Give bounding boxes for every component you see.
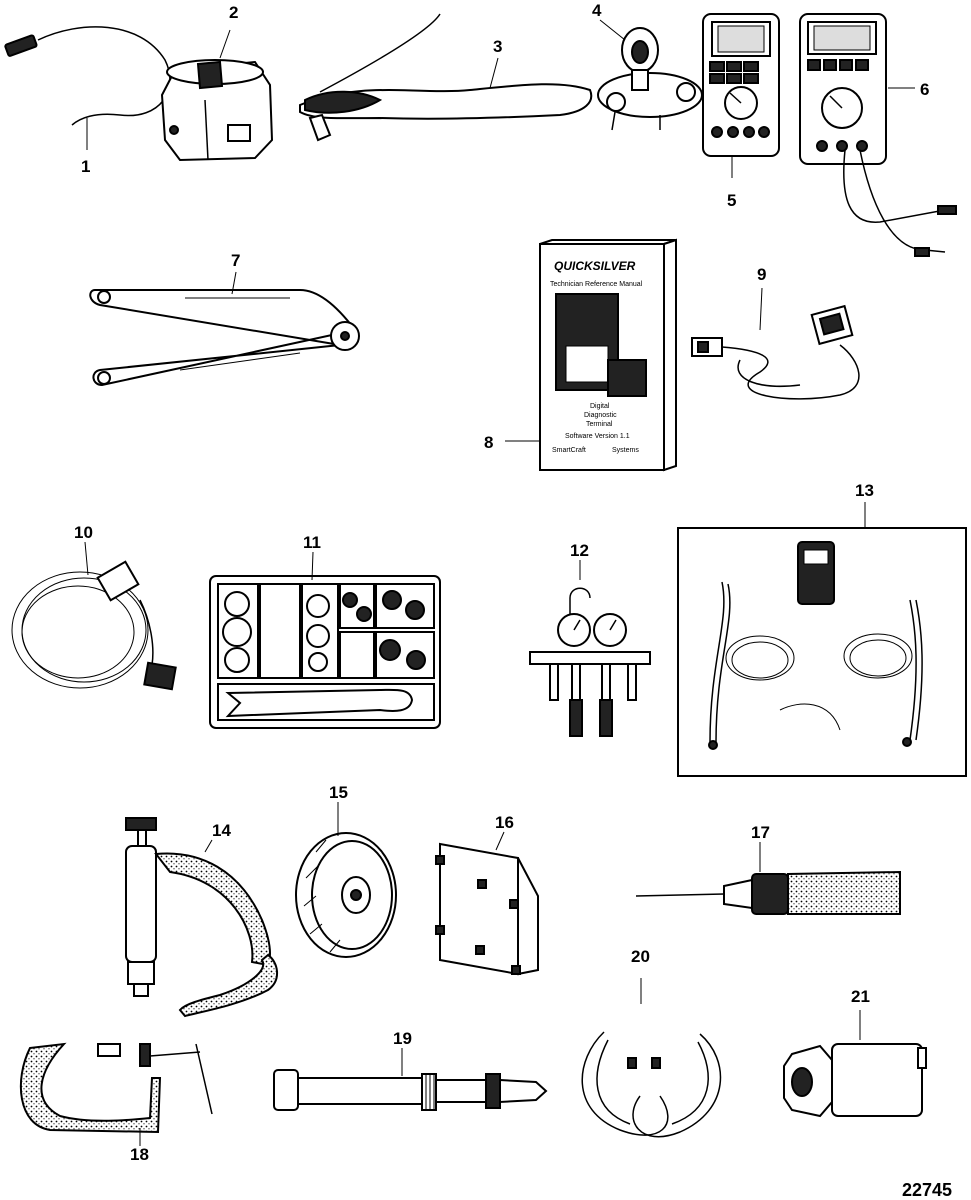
callout-14: 14 — [212, 821, 231, 840]
callout-18: 18 — [130, 1145, 149, 1164]
callout-5: 5 — [727, 191, 736, 210]
tool-1-harness-lead — [4, 26, 171, 150]
callout-9: 9 — [757, 265, 766, 284]
callout-3: 3 — [493, 37, 502, 56]
manual-footer-right: Systems — [612, 447, 639, 454]
tool-19-adapter-fitting — [273, 1048, 548, 1111]
callout-10: 10 — [74, 523, 93, 542]
callout-7: 7 — [231, 251, 240, 270]
manual-line-3: Terminal — [586, 421, 613, 428]
manual-version: Software Version 1.1 — [565, 433, 630, 440]
callout-8: 8 — [484, 433, 493, 452]
callout-21: 21 — [851, 987, 870, 1006]
tool-5-multimeter — [702, 13, 780, 178]
manual-line-1: Digital — [590, 403, 610, 410]
tool-14-pump-hose — [125, 817, 278, 1018]
tool-12-gauge-manifold — [529, 560, 651, 737]
reference-number: 22745 — [902, 1180, 952, 1200]
tool-2-nut-tool — [160, 29, 274, 162]
tool-21-socket — [783, 1010, 927, 1118]
callout-11: 11 — [303, 533, 321, 552]
tool-13-test-kit — [677, 502, 967, 777]
tool-3-extraction-tool — [299, 13, 593, 142]
callout-19: 19 — [393, 1029, 412, 1048]
tool-7-spanner-wrench — [89, 271, 360, 387]
callout-15: 15 — [329, 783, 348, 802]
tool-17-probe — [635, 842, 901, 915]
tool-10-coiled-cable — [11, 541, 177, 691]
callout-13: 13 — [855, 481, 874, 500]
tool-18-c-clamp — [19, 1042, 213, 1146]
manual-brand: QUICKSILVER — [554, 259, 636, 273]
callout-20: 20 — [631, 947, 650, 966]
tool-4-lifting-eye — [597, 19, 703, 131]
tool-16-plate — [435, 831, 539, 976]
callout-4: 4 — [592, 1, 602, 20]
callout-1: 1 — [81, 157, 90, 176]
tool-9-adapter-cable — [691, 287, 860, 400]
manual-title: Technician Reference Manual — [550, 281, 643, 288]
tool-15-wheel — [295, 802, 397, 958]
callout-6: 6 — [920, 80, 929, 99]
manual-footer-left: SmartCraft — [552, 447, 586, 454]
callout-17: 17 — [751, 823, 770, 842]
callout-12: 12 — [570, 541, 589, 560]
tool-11-tray-kit — [209, 551, 441, 729]
tool-20-loop-leads — [581, 978, 722, 1138]
tool-8-reference-manual: QUICKSILVER Technician Reference Manual … — [505, 238, 677, 472]
callout-16: 16 — [495, 813, 514, 832]
tool-6-meter-with-leads — [799, 13, 957, 257]
callout-2: 2 — [229, 3, 238, 22]
manual-line-2: Diagnostic — [584, 412, 617, 419]
